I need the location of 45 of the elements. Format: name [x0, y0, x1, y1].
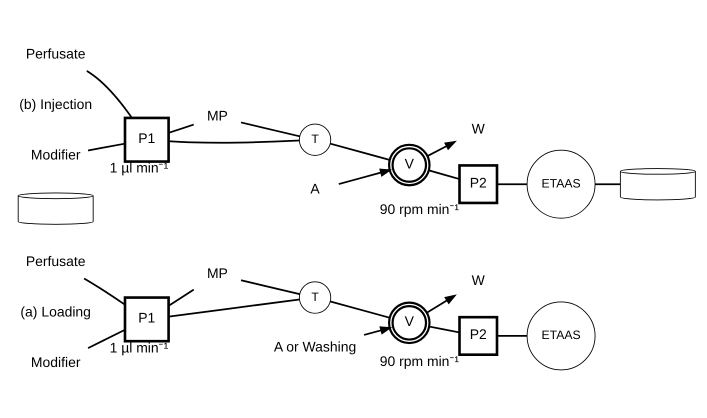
arrow: [364, 326, 392, 336]
connector: [240, 121, 300, 137]
node-circle: ETAAS: [526, 301, 596, 370]
connector: [168, 288, 194, 306]
connector: [168, 298, 300, 317]
node-circle: V: [388, 301, 431, 344]
node-text: MP: [206, 264, 228, 281]
connector: [497, 182, 527, 185]
node-circle: T: [298, 123, 332, 156]
node-text: Modifier: [30, 354, 80, 370]
node-label: 90 rpm min⁻¹: [380, 352, 460, 368]
connector: [168, 139, 300, 144]
arrow: [338, 168, 392, 184]
node-text: Perfusate: [26, 252, 86, 268]
node-box: P1: [124, 116, 170, 162]
node-text: W: [472, 120, 485, 136]
arrow: [426, 294, 457, 313]
connector: [497, 334, 527, 336]
connector: [240, 278, 300, 294]
node-text: Perfusate: [26, 44, 86, 61]
node-circle: T: [298, 280, 332, 314]
label: (a) Loading: [20, 303, 91, 320]
node-circle: V: [388, 143, 431, 186]
node-label: 90 rpm min⁻¹: [380, 200, 460, 217]
node-text: MP: [206, 106, 228, 123]
arrow: [427, 140, 457, 156]
connector: [330, 142, 390, 160]
node-box: P2: [458, 315, 498, 356]
node-text: A: [310, 180, 320, 196]
connector: [429, 325, 460, 333]
connector: [88, 142, 125, 151]
node-box: P1: [124, 296, 170, 342]
node-box: P2: [458, 164, 498, 204]
node-circle: ETAAS: [526, 149, 596, 218]
connector: [330, 300, 390, 318]
connector: [428, 169, 460, 180]
connector: [84, 277, 126, 305]
connector: [88, 328, 126, 348]
connector: [168, 123, 194, 134]
node-text: A or Washing: [274, 338, 356, 354]
connector: [595, 182, 620, 185]
label: (b) Injection: [19, 96, 92, 112]
node-text: W: [472, 272, 485, 288]
connector: [86, 70, 133, 118]
node-text: Modifier: [30, 146, 80, 162]
